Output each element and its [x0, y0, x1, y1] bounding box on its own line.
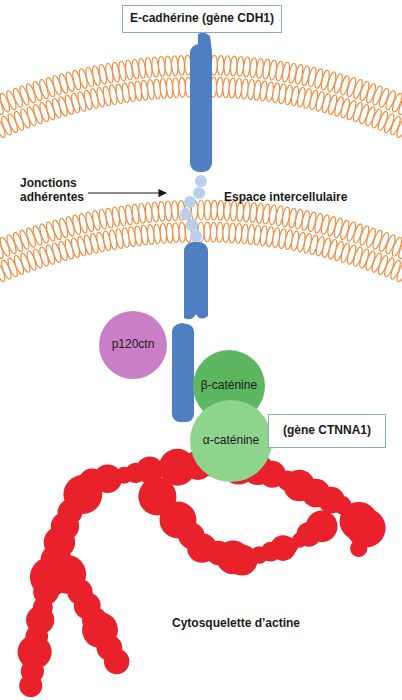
lipid: [222, 77, 229, 97]
lipid: [224, 56, 231, 76]
lipid: [204, 222, 210, 242]
cadherin-domain: [180, 208, 192, 220]
node-text: α-caténine: [203, 434, 259, 448]
protein-circle: α-caténine: [190, 400, 272, 482]
lipid: [204, 200, 210, 220]
leader-arrow: [88, 192, 166, 193]
lipid: [217, 200, 224, 220]
lipid: [198, 200, 204, 220]
lipid: [166, 223, 173, 243]
actin-bead: [104, 649, 129, 674]
actin-bead: [306, 510, 338, 542]
node-text: p120ctn: [112, 338, 155, 352]
lipid: [395, 118, 402, 139]
lipid: [165, 56, 172, 76]
circle-fill: [99, 311, 167, 379]
lipid: [216, 77, 223, 97]
text-group: E-cadhérine (gène CDH1): [130, 12, 274, 26]
cadherin-domain: [193, 187, 205, 199]
lipid: [397, 95, 402, 116]
lipid: [151, 202, 159, 222]
lipid: [229, 78, 236, 98]
lipid: [171, 201, 178, 221]
lipid: [158, 201, 166, 221]
lipid: [229, 223, 236, 243]
actin-bead: [19, 674, 42, 697]
cadherin-cytoplasmic: [172, 324, 194, 422]
cadherin-domain: [186, 219, 198, 231]
cadherin-tip: [198, 32, 212, 52]
lipid: [178, 55, 185, 75]
lipid: [172, 77, 179, 97]
lipid: [151, 57, 159, 77]
lipid: [171, 56, 178, 76]
lipid: [395, 262, 402, 283]
lipid: [172, 222, 179, 242]
node-text: β-caténine: [201, 379, 257, 393]
lipid: [243, 202, 251, 222]
text-group: α-caténine: [203, 434, 259, 448]
cadherin-cytoplasmic-head: [172, 323, 194, 340]
text-group: β-caténine: [201, 379, 257, 393]
lipid: [210, 222, 217, 242]
lipid: [235, 223, 243, 243]
annotation-label: Cytosquelette d’actine: [172, 616, 382, 630]
lipid: [160, 223, 168, 243]
node-text: (gène CTNNA1): [283, 424, 371, 438]
lipid: [145, 57, 153, 78]
protein-circle: p120ctn: [99, 311, 167, 379]
cadherin-top: [190, 44, 212, 172]
lipid: [165, 201, 172, 221]
lipid: [179, 222, 186, 242]
annotation-label: Espace intercellulaire: [224, 190, 394, 204]
lipid: [211, 200, 218, 220]
lipid: [397, 239, 402, 260]
text-group: (gène CTNNA1): [283, 424, 371, 438]
lipid: [236, 56, 244, 76]
cadherin-bottom: [184, 242, 208, 314]
lipid: [230, 56, 237, 76]
actin-bead: [346, 508, 385, 547]
lipid: [216, 222, 223, 242]
lipid: [236, 201, 244, 221]
cadherin-domain: [195, 175, 207, 187]
cadherin-notch: [184, 305, 208, 319]
actin-cytoskeleton: [18, 449, 386, 697]
lipid: [217, 55, 224, 75]
lipid: [222, 222, 229, 242]
text-group: p120ctn: [112, 338, 155, 352]
label-box: E-cadhérine (gène CDH1): [122, 5, 282, 33]
lipid: [166, 78, 173, 98]
cadherin-domain: [184, 196, 196, 208]
actin-bead: [350, 540, 367, 557]
lipid: [145, 202, 153, 223]
cadherin-domain: [190, 230, 202, 242]
annotation-label: Jonctions adhérentes: [20, 176, 100, 205]
lipid: [243, 57, 251, 77]
node-text: E-cadhérine (gène CDH1): [130, 12, 274, 26]
lipid: [179, 77, 186, 97]
label-box: (gène CTNNA1): [268, 414, 386, 448]
lipid: [158, 56, 166, 76]
circle-fill: [190, 400, 272, 482]
